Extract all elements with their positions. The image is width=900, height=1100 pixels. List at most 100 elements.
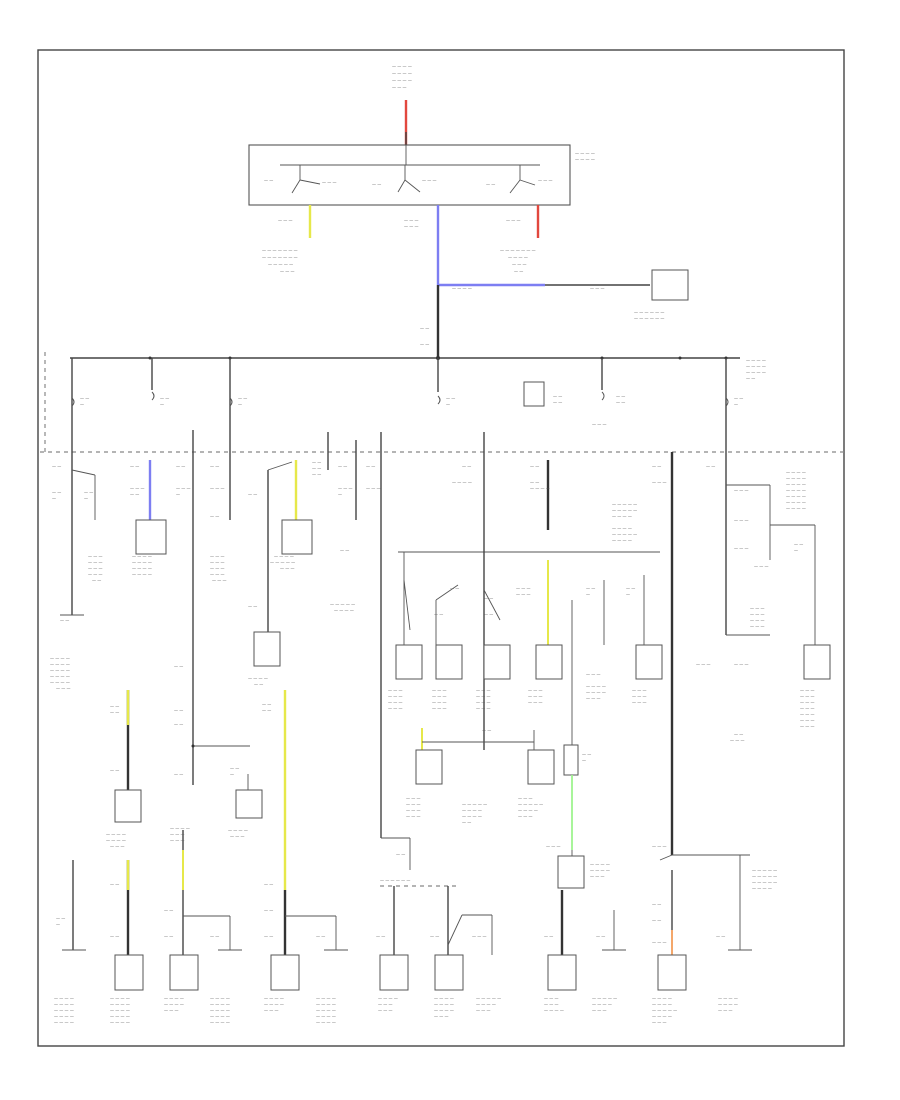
svg-text:— — —: — — — <box>56 686 71 691</box>
svg-text:— — —: — — — <box>378 1002 393 1007</box>
circuit-6: — — — — — — — — — — — — — — — — — <box>327 432 357 613</box>
svg-text:—: — <box>734 402 738 407</box>
svg-text:— —: — — <box>312 472 321 477</box>
svg-text:— —: — — <box>174 708 183 713</box>
svg-text:— —: — — <box>80 396 89 401</box>
svg-text:— — — — — —: — — — — — — <box>634 316 664 321</box>
svg-text:— —: — — <box>706 464 715 469</box>
svg-text:— — — —: — — — — <box>530 486 550 491</box>
relay-component-top-right <box>651 269 689 301</box>
top-source-label: — — — — — — — — — — — — — — — <box>392 64 412 90</box>
svg-text:— —: — — <box>56 916 65 921</box>
svg-text:— —: — — <box>110 704 119 709</box>
svg-text:— — —: — — — <box>210 554 225 559</box>
svg-text:— — — —: — — — — <box>746 364 766 369</box>
svg-text:—: — <box>56 922 60 927</box>
svg-text:—: — <box>80 402 84 407</box>
svg-text:— — — —: — — — — <box>752 886 772 891</box>
svg-text:— —: — — <box>338 464 347 469</box>
svg-text:—: — <box>176 492 180 497</box>
svg-text:— — —: — — — <box>210 560 225 565</box>
svg-text:— —: — — <box>52 490 61 495</box>
circuit-9: — — — — — — — — — — — — — — — — — — — — … <box>516 460 573 745</box>
svg-text:— — —: — — — <box>88 560 103 565</box>
svg-text:— — — —: — — — — <box>228 828 248 833</box>
svg-text:— — —: — — — <box>632 694 647 699</box>
svg-text:— — —: — — — <box>170 838 185 843</box>
svg-text:— — —: — — — <box>472 934 487 939</box>
svg-text:— — — —: — — — — <box>50 680 70 685</box>
svg-text:— — — —: — — — — <box>508 255 528 260</box>
svg-text:— — — —: — — — — <box>462 814 482 819</box>
svg-text:— — —: — — — <box>590 286 605 291</box>
svg-text:— — —: — — — <box>516 586 531 591</box>
svg-text:— — —: — — — <box>130 486 145 491</box>
svg-text:— — — —: — — — — <box>544 1008 564 1013</box>
svg-text:— —: — — <box>110 768 119 773</box>
svg-text:— — —: — — — <box>730 738 745 743</box>
svg-text:— — — —: — — — — <box>718 1002 738 1007</box>
svg-text:— —: — — <box>376 934 385 939</box>
ignition-switch-label: — — — — <box>575 151 595 156</box>
svg-text:— — —: — — — <box>586 672 601 677</box>
svg-text:— — —: — — — <box>652 480 667 485</box>
svg-text:— —: — — <box>312 460 321 465</box>
svg-text:— — —: — — — <box>476 706 491 711</box>
svg-text:— — — —: — — — — <box>210 1008 230 1013</box>
svg-text:— — —: — — — <box>546 844 561 849</box>
svg-text:— — —: — — — <box>164 1008 179 1013</box>
svg-text:— — —: — — — <box>800 724 815 729</box>
svg-text:— —: — — <box>210 514 219 519</box>
svg-text:— —: — — <box>794 542 803 547</box>
svg-text:— — — —: — — — — <box>392 71 412 76</box>
svg-text:— — —: — — — <box>718 1008 733 1013</box>
svg-text:— — — —: — — — — <box>592 1002 612 1007</box>
svg-text:— — — —: — — — — <box>476 1002 496 1007</box>
svg-text:— — —: — — — <box>586 696 601 701</box>
svg-text:— — —: — — — <box>750 612 765 617</box>
svg-text:— —: — — <box>586 586 595 591</box>
svg-text:— — — — —: — — — — — <box>752 868 777 873</box>
svg-text:— — —: — — — <box>476 688 491 693</box>
svg-text:— — —: — — — <box>404 218 419 223</box>
svg-text:— — — — —: — — — — — <box>592 996 617 1001</box>
svg-text:— — — —: — — — — <box>264 1002 284 1007</box>
svg-text:— — —: — — — <box>432 688 447 693</box>
svg-text:— —: — — <box>264 178 273 183</box>
svg-text:— — — — — — —: — — — — — — — <box>262 255 298 260</box>
svg-text:— —: — — <box>450 586 459 591</box>
svg-text:— —: — — <box>530 464 539 469</box>
svg-text:— — —: — — — <box>388 700 403 705</box>
svg-text:— — —: — — — <box>476 700 491 705</box>
svg-text:— — — — — — —: — — — — — — — <box>500 248 536 253</box>
svg-text:— — — — —: — — — — — <box>476 996 501 1001</box>
svg-text:— — — —: — — — — <box>110 1008 130 1013</box>
svg-text:—: — <box>52 496 56 501</box>
svg-text:— — — — — —: — — — — — — <box>634 310 664 315</box>
svg-text:— — — —: — — — — <box>786 494 806 499</box>
relay-top-right-label: — — — — — — — — — — — — <box>634 310 664 321</box>
svg-text:— —: — — <box>626 586 635 591</box>
svg-text:— — —: — — — <box>528 688 543 693</box>
svg-text:— — — —: — — — — <box>590 862 610 867</box>
svg-text:— —: — — <box>264 908 273 913</box>
svg-text:— — — —: — — — — <box>132 560 152 565</box>
circuit-5: — — — — — — — — — — — — — — — — — — — — … <box>248 460 321 890</box>
svg-text:— — — —: — — — — <box>316 1020 336 1025</box>
svg-text:— —: — — <box>316 934 325 939</box>
svg-text:—: — <box>626 592 630 597</box>
svg-text:— — — —: — — — — <box>652 1002 672 1007</box>
svg-text:— — — — —: — — — — — <box>752 880 777 885</box>
svg-text:— —: — — <box>92 578 101 583</box>
svg-text:— —: — — <box>553 394 562 399</box>
svg-text:— —: — — <box>110 934 119 939</box>
svg-text:— — —: — — — <box>516 592 531 597</box>
svg-text:— — — —: — — — — <box>210 1002 230 1007</box>
svg-text:— — —: — — — <box>280 566 295 571</box>
svg-text:— — —: — — — <box>528 700 543 705</box>
svg-text:— — —: — — — <box>388 706 403 711</box>
svg-text:—: — <box>582 758 586 763</box>
circuit-10: — — — — — — — — — — — — — — — — — — — — … <box>586 502 663 705</box>
svg-text:— — — —: — — — — <box>106 838 126 843</box>
svg-text:— — — —: — — — — <box>786 470 806 475</box>
